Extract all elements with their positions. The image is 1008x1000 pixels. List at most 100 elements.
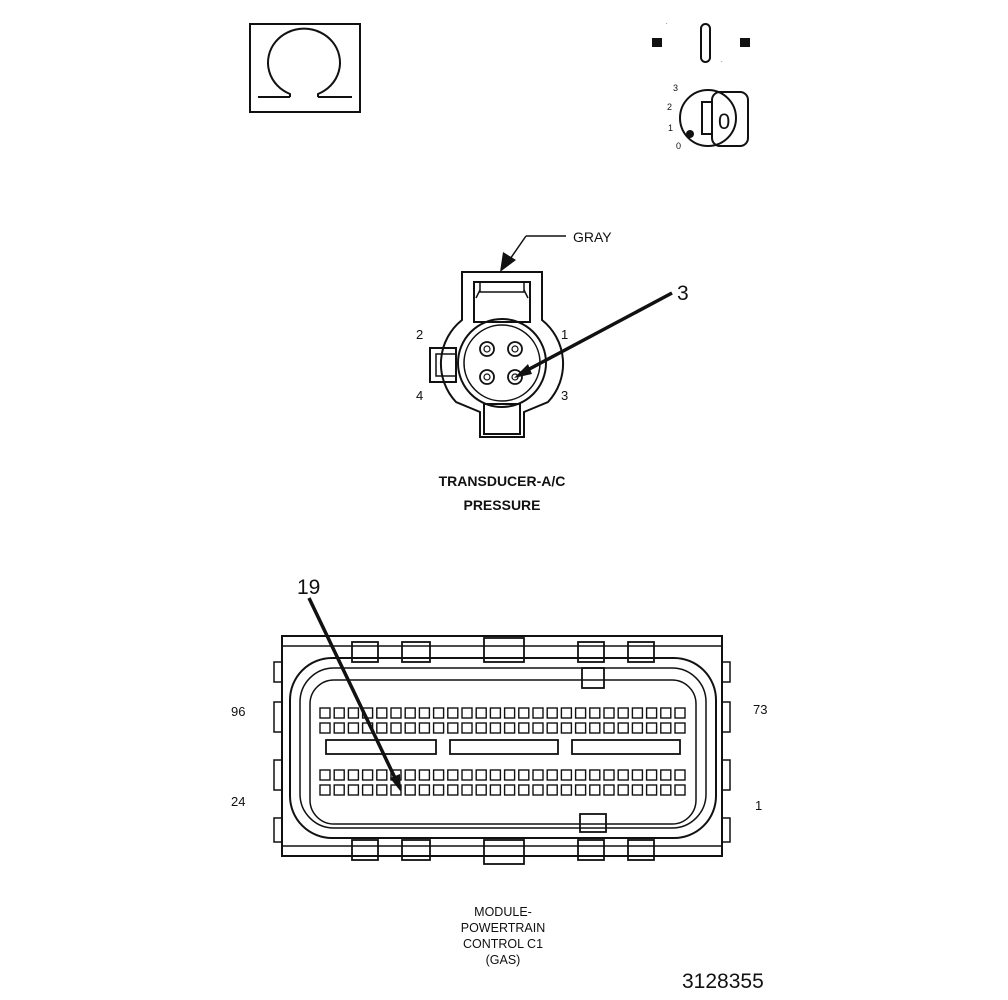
pcm-pin-cavity bbox=[674, 722, 686, 734]
pcm-pin-cavity bbox=[475, 722, 487, 734]
transducer-connector: 2 1 4 3 GRAY 3 TRANSDUCER-A/C PRESSURE bbox=[416, 229, 689, 513]
pcm-pin-cavity bbox=[532, 769, 544, 781]
pcm-pin-cavity bbox=[489, 722, 502, 734]
pcm-name-line3: CONTROL C1 bbox=[463, 937, 543, 951]
pcm-pin-cavity bbox=[560, 784, 573, 796]
transducer-name-line2: PRESSURE bbox=[463, 497, 540, 513]
pcm-pin-cavity bbox=[532, 784, 544, 796]
pcm-pin-cavity bbox=[333, 707, 345, 719]
pcm-pin-cavity bbox=[631, 769, 644, 781]
pcm-pin-cavity bbox=[347, 722, 360, 734]
pcm-pin-label-96: 96 bbox=[231, 704, 245, 719]
pcm-pin-cavity bbox=[603, 707, 615, 719]
pcm-pin-cavity bbox=[503, 707, 516, 719]
pcm-pin-cavity bbox=[432, 769, 445, 781]
pcm-pin-cavity bbox=[603, 769, 615, 781]
pcm-pin-cavity bbox=[645, 707, 658, 719]
transducer-pin-label-4: 4 bbox=[416, 388, 423, 403]
pcm-pin-cavity bbox=[589, 722, 601, 734]
pcm-pin-cavity bbox=[645, 784, 658, 796]
pcm-pin-cavity bbox=[489, 769, 502, 781]
pcm-pin-cavity bbox=[319, 784, 331, 796]
pcm-pin-cavity bbox=[660, 707, 672, 719]
pcm-pin-cavity bbox=[390, 722, 402, 734]
pcm-pin-cavity bbox=[489, 707, 502, 719]
pcm-pin-cavity bbox=[461, 707, 473, 719]
pcm-pin-cavity bbox=[347, 769, 360, 781]
pcm-pin-cavity bbox=[674, 784, 686, 796]
pcm-pin-cavity bbox=[404, 707, 416, 719]
pcm-name-line2: POWERTRAIN bbox=[461, 921, 546, 935]
pcm-pin-cavity bbox=[574, 769, 587, 781]
pcm-pin-cavity bbox=[546, 707, 558, 719]
pcm-pin-cavity bbox=[461, 722, 473, 734]
pcm-pin-cavity bbox=[532, 722, 544, 734]
pcm-pin-cavity bbox=[660, 722, 672, 734]
key-position-2: 2 bbox=[667, 102, 672, 112]
pcm-pin-cavity bbox=[376, 722, 388, 734]
pcm-pin-cavity bbox=[376, 707, 388, 719]
pcm-pin-cavity bbox=[404, 722, 416, 734]
pcm-pin-cavity bbox=[631, 784, 644, 796]
pcm-pin-cavity bbox=[418, 707, 431, 719]
pcm-pin-cavity bbox=[347, 707, 360, 719]
pcm-pin-cavity bbox=[475, 784, 487, 796]
pcm-pin-cavity bbox=[560, 722, 573, 734]
pcm-pin-cavity bbox=[660, 769, 672, 781]
pcm-pin-cavity bbox=[532, 707, 544, 719]
pcm-pin-cavity bbox=[503, 722, 516, 734]
ignition-key-icon: . . 3 2 1 0 0 bbox=[652, 20, 750, 151]
pcm-pin-cavity bbox=[361, 784, 374, 796]
pcm-pin-cavity bbox=[631, 707, 644, 719]
pcm-name-line1: MODULE- bbox=[474, 905, 532, 919]
pcm-pin-cavity bbox=[503, 769, 516, 781]
pcm-pin-cavity bbox=[617, 784, 629, 796]
pcm-pin-cavity bbox=[475, 707, 487, 719]
pcm-pin-cavity bbox=[447, 784, 459, 796]
pcm-pin-cavity bbox=[518, 722, 530, 734]
pcm-pin-cavity bbox=[361, 769, 374, 781]
pcm-pin-cavity bbox=[347, 784, 360, 796]
cavity-pin-4 bbox=[479, 369, 495, 385]
svg-text:.: . bbox=[721, 58, 723, 64]
pcm-pin-cavity bbox=[603, 722, 615, 734]
key-label: 0 bbox=[718, 109, 730, 134]
key-position-0: 0 bbox=[676, 141, 681, 151]
pcm-pin-cavity bbox=[674, 769, 686, 781]
figure-id: 3128355 bbox=[682, 970, 764, 993]
pcm-pin-cavity bbox=[546, 784, 558, 796]
pcm-pin-cavity bbox=[432, 784, 445, 796]
pcm-pin-cavity bbox=[603, 784, 615, 796]
pcm-pin-cavity bbox=[518, 707, 530, 719]
pcm-pin-cavity bbox=[418, 769, 431, 781]
pcm-pin-cavity bbox=[518, 784, 530, 796]
pcm-pin-label-73: 73 bbox=[753, 702, 767, 717]
pcm-pin-cavity bbox=[674, 707, 686, 719]
pcm-pin-cavity bbox=[589, 707, 601, 719]
transducer-pin-label-1: 1 bbox=[561, 327, 568, 342]
pcm-pin-cavity bbox=[432, 722, 445, 734]
pcm-pin-cavity bbox=[589, 784, 601, 796]
pcm-pin-cavity bbox=[645, 722, 658, 734]
pcm-pin-cavity bbox=[574, 722, 587, 734]
pcm-pin-cavity bbox=[617, 722, 629, 734]
pcm-pin-cavity bbox=[376, 769, 388, 781]
pcm-pin-cavity bbox=[432, 707, 445, 719]
pcm-pin-cavity bbox=[660, 784, 672, 796]
pcm-pin-cavity bbox=[461, 784, 473, 796]
pcm-callout: 19 bbox=[297, 576, 320, 599]
pcm-pin-cavity bbox=[546, 722, 558, 734]
pcm-pin-cavity bbox=[404, 784, 416, 796]
pcm-connector: 96 73 24 1 19 MODULE- POWERTRAIN CONTROL… bbox=[231, 576, 767, 967]
pcm-pin-cavity bbox=[333, 769, 345, 781]
pcm-pin-cavity bbox=[418, 722, 431, 734]
pcm-pin-cavity bbox=[333, 722, 345, 734]
pcm-pin-cavity bbox=[546, 769, 558, 781]
pcm-pin-cavity bbox=[376, 784, 388, 796]
pcm-pin-cavity bbox=[475, 769, 487, 781]
pcm-pin-cavity bbox=[617, 769, 629, 781]
pcm-pin-cavity bbox=[319, 707, 331, 719]
pcm-pin-cavity bbox=[518, 769, 530, 781]
pcm-pin-cavity bbox=[645, 769, 658, 781]
